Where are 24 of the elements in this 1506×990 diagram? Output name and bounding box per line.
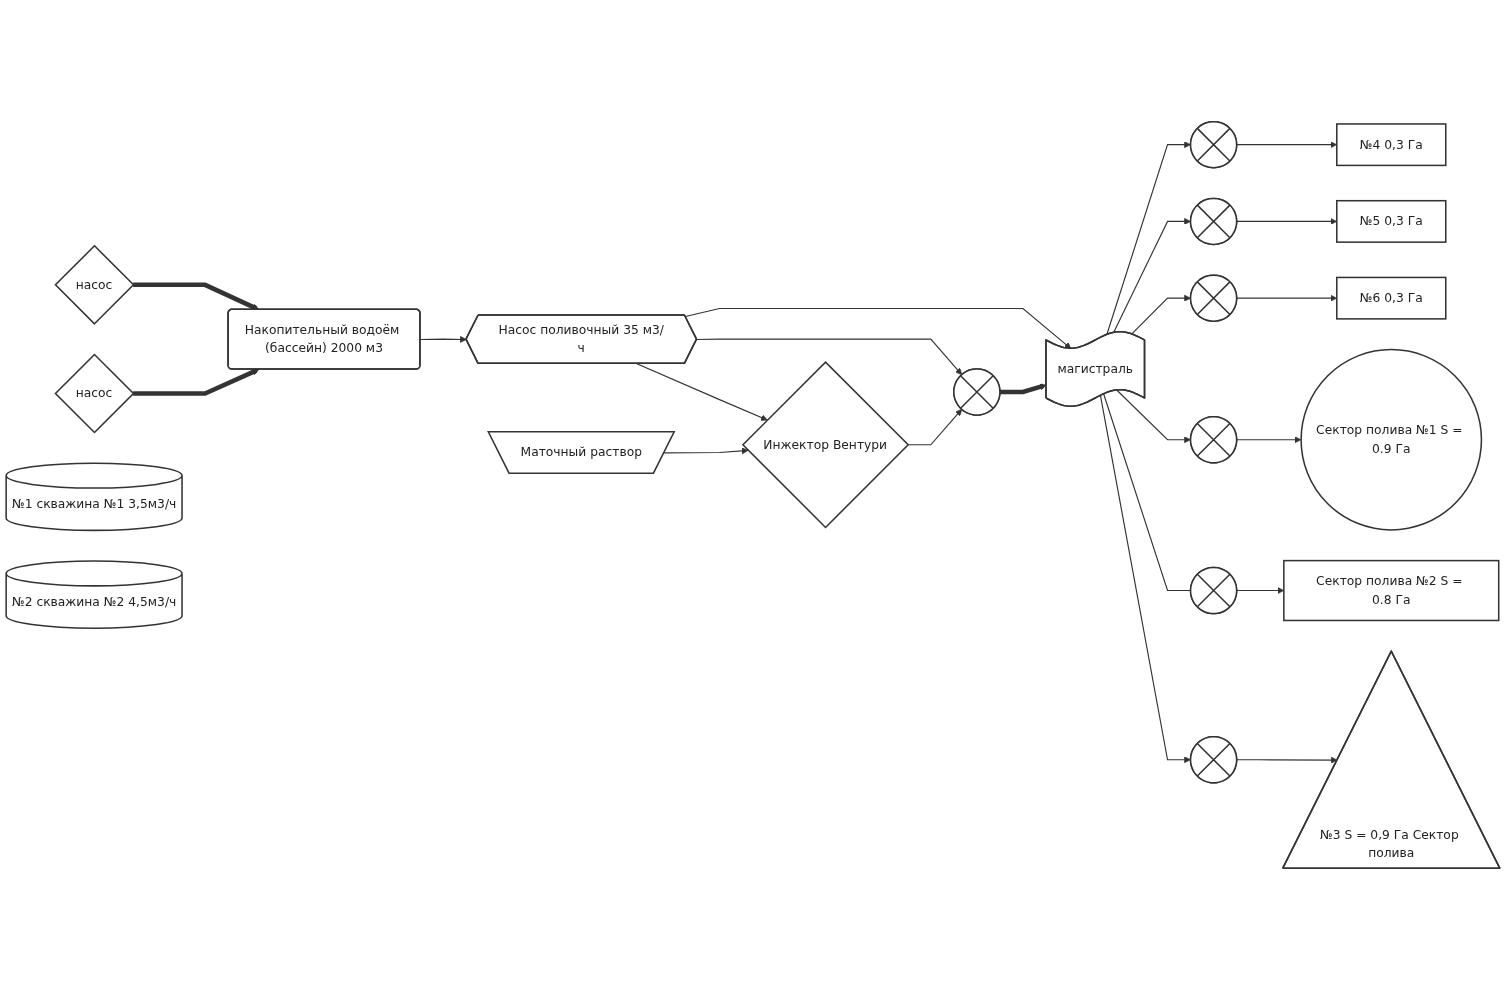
arrow <box>907 409 963 446</box>
arrow <box>696 338 963 375</box>
arrow <box>999 383 1047 395</box>
arrow <box>1106 141 1191 336</box>
arrow <box>1099 395 1191 764</box>
node-box: №4 0,3 Га <box>1336 123 1447 167</box>
node-diamond: насос <box>54 353 135 434</box>
arrow <box>133 282 260 311</box>
node-box: №5 0,3 Га <box>1336 199 1447 243</box>
arrow <box>663 447 749 455</box>
arrow <box>133 368 260 396</box>
arrow <box>1116 389 1191 444</box>
arrow <box>1131 294 1191 335</box>
node-box: №6 0,3 Га <box>1336 276 1447 320</box>
node-box: Сектор полива №2 S = 0.8 Га <box>1283 559 1500 622</box>
arrow <box>1236 436 1302 444</box>
arrow <box>1236 756 1338 764</box>
arrow <box>636 363 768 421</box>
arrow <box>1112 218 1191 334</box>
arrow <box>684 307 1072 349</box>
arrow <box>419 336 467 343</box>
node-circle: Сектор полива №1 S = 0.9 Га <box>1300 348 1483 531</box>
node-diamond: Инжектор Вентури <box>741 361 910 529</box>
node-diamond: насос <box>54 244 135 325</box>
